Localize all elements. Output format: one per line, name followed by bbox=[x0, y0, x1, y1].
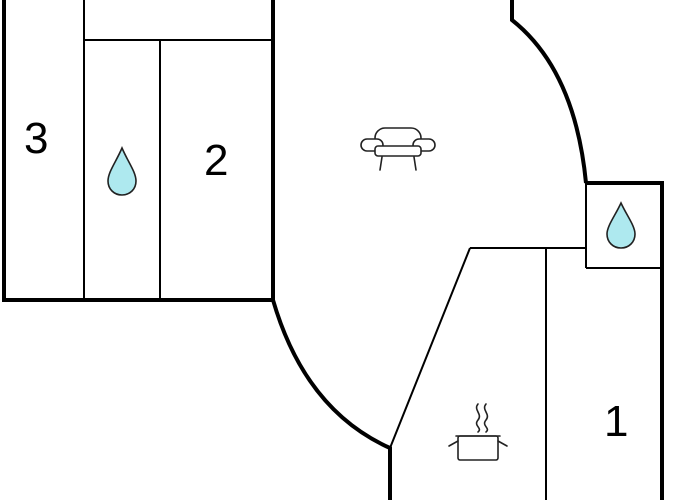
wall-curve-lower bbox=[271, 299, 392, 500]
inner-walls bbox=[83, 0, 662, 500]
wall-left-block bbox=[2, 0, 275, 302]
outer-walls bbox=[2, 0, 664, 500]
room-label-1: 1 bbox=[604, 397, 628, 446]
room-label-2: 2 bbox=[204, 136, 228, 185]
room-label-3: 3 bbox=[24, 114, 48, 163]
wall-kitchen-diagonal bbox=[389, 247, 471, 449]
cooking-pot-icon bbox=[448, 403, 508, 461]
sofa-icon bbox=[360, 127, 436, 171]
wall-curve-upper bbox=[510, 0, 588, 184]
water-drop-icon bbox=[606, 201, 636, 249]
water-drop-icon bbox=[107, 145, 137, 196]
wall-right bbox=[586, 181, 664, 500]
